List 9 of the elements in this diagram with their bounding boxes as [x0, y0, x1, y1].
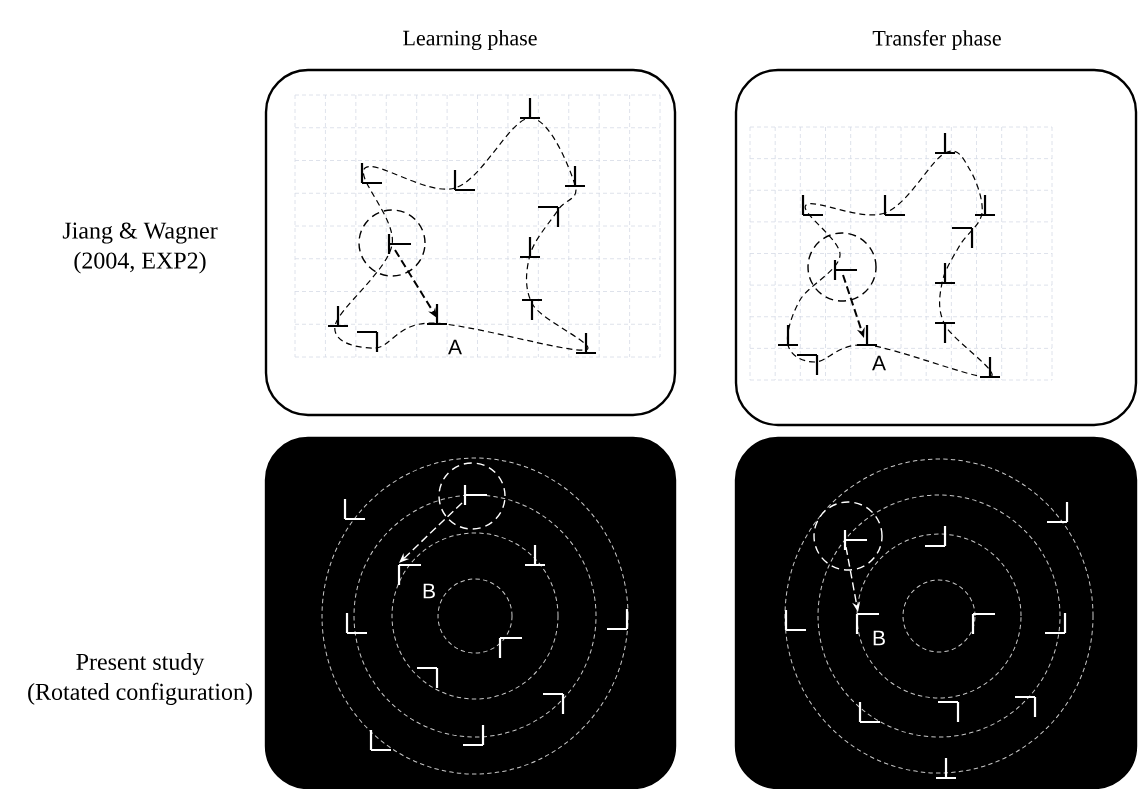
display-panel	[734, 68, 1138, 427]
target-letter: A	[448, 339, 462, 355]
target-letter: A	[872, 355, 886, 371]
row-heading: Jiang & Wagner (2004, EXP2)	[62, 222, 218, 274]
display-panel	[734, 436, 1138, 789]
target-letter: B	[423, 583, 435, 599]
display-panel	[264, 68, 677, 417]
display-panel	[264, 436, 677, 789]
target-letter: B	[873, 630, 885, 646]
